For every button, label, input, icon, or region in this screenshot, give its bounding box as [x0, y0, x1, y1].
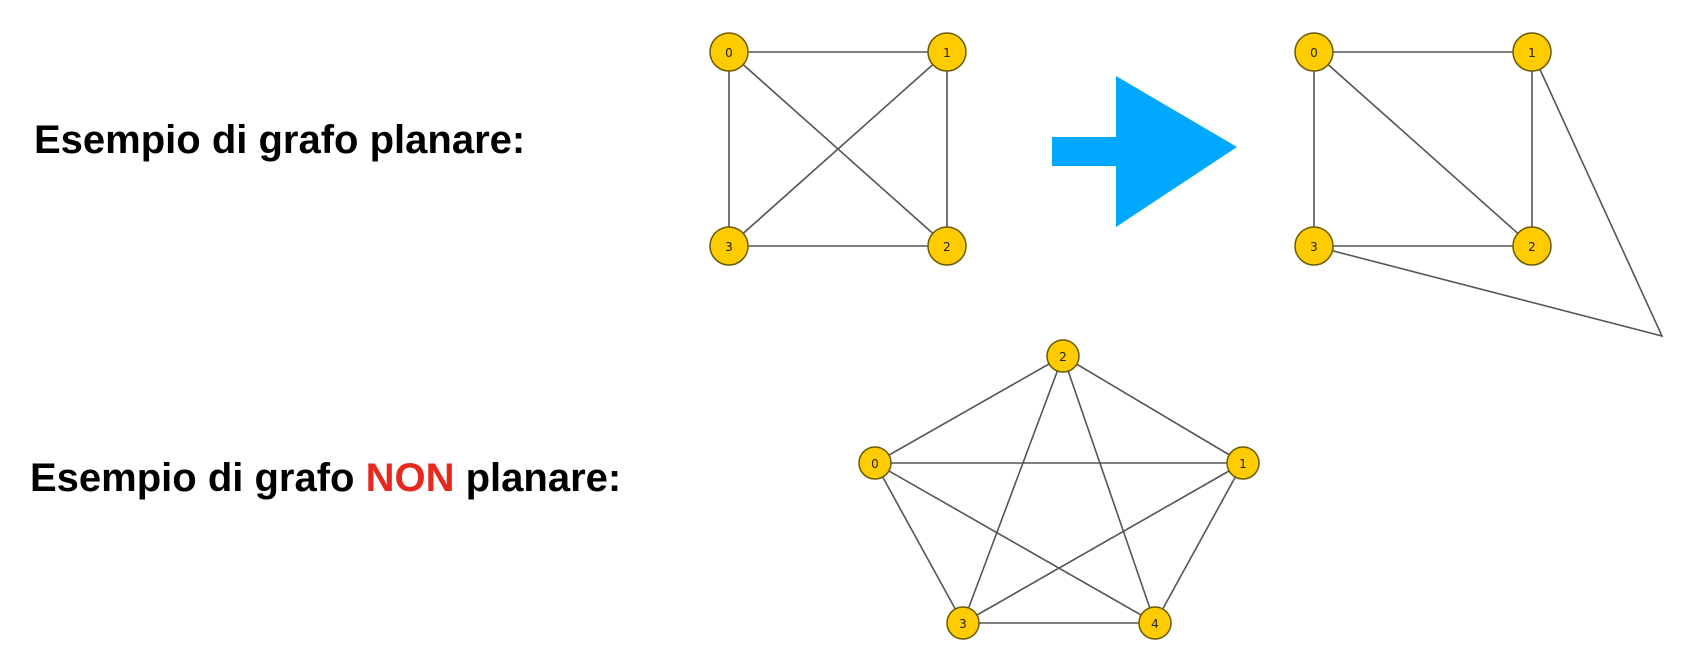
nonplanar-label-prefix: Esempio di grafo — [30, 456, 366, 500]
node-label: 1 — [1528, 46, 1536, 60]
node-label: 4 — [1151, 617, 1159, 631]
node-label: 0 — [1310, 46, 1318, 60]
node-circle — [927, 32, 967, 72]
node-2: 2 — [927, 226, 967, 266]
node-label: 0 — [871, 457, 879, 471]
node-3: 3 — [1294, 226, 1334, 266]
node-circle — [709, 226, 749, 266]
node-0: 0 — [709, 32, 749, 72]
planar-graph-after: 0 1 2 3 — [1294, 32, 1664, 338]
node-circle — [927, 226, 967, 266]
node-circle — [1294, 226, 1334, 266]
nonplanar-label-highlight: NON — [365, 456, 455, 500]
node-circle — [709, 32, 749, 72]
planar-label-text: Esempio di grafo planare: — [34, 118, 526, 162]
node-circle — [1294, 32, 1334, 72]
edge-2-4 — [1062, 355, 1156, 624]
node-label: 3 — [1310, 240, 1318, 254]
planar-graph-before: 0 1 2 3 — [709, 32, 967, 266]
nonplanar-example-label: Esempio di grafo NON planare: — [30, 456, 621, 501]
edge-2-3 — [962, 355, 1064, 624]
node-2: 2 — [1512, 226, 1552, 266]
node-1: 1 — [1226, 446, 1260, 480]
node-label: 3 — [959, 617, 967, 631]
edge-0-2 — [874, 355, 1064, 464]
node-0: 0 — [858, 446, 892, 480]
node-3: 3 — [709, 226, 749, 266]
edge-1-4 — [1154, 462, 1244, 624]
node-circle — [1046, 339, 1080, 373]
edge-1-2 — [1062, 355, 1244, 464]
node-0: 0 — [1294, 32, 1334, 72]
node-3: 3 — [946, 606, 980, 640]
node-1: 1 — [927, 32, 967, 72]
node-label: 0 — [725, 46, 733, 60]
planar-example-label: Esempio di grafo planare: — [34, 118, 525, 163]
node-2: 2 — [1046, 339, 1080, 373]
edge-1-3 — [728, 51, 948, 247]
edge-0-3 — [874, 462, 964, 624]
node-circle — [1512, 32, 1552, 72]
node-circle — [1138, 606, 1172, 640]
node-label: 1 — [943, 46, 951, 60]
edge-1-3 — [962, 462, 1244, 624]
node-label: 3 — [725, 240, 733, 254]
node-label: 2 — [943, 240, 951, 254]
node-4: 4 — [1138, 606, 1172, 640]
edge-1-3 — [1313, 51, 1664, 338]
node-1: 1 — [1512, 32, 1552, 72]
node-label: 1 — [1239, 457, 1247, 471]
node-label: 2 — [1059, 350, 1067, 364]
right-arrow-icon — [1052, 76, 1237, 227]
node-circle — [946, 606, 980, 640]
edge-0-2 — [1313, 51, 1533, 247]
edge-0-4 — [874, 462, 1156, 624]
nonplanar-label-suffix: planare: — [454, 456, 622, 500]
node-circle — [858, 446, 892, 480]
nonplanar-k5-graph: 0 1 2 3 4 — [858, 339, 1260, 640]
node-circle — [1512, 226, 1552, 266]
node-label: 2 — [1528, 240, 1536, 254]
node-circle — [1226, 446, 1260, 480]
